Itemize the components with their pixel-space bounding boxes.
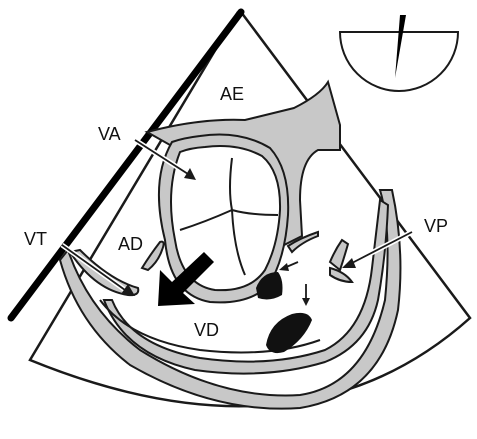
- tricuspid-leaflet: [142, 242, 164, 270]
- label-ae: AE: [220, 84, 244, 104]
- label-vt: VT: [24, 229, 47, 249]
- label-vp: VP: [424, 216, 448, 236]
- label-va: VA: [98, 124, 121, 144]
- small-arrow-down-icon: [302, 284, 310, 306]
- label-vd: VD: [194, 320, 219, 340]
- label-ad: AD: [118, 234, 143, 254]
- dark-mass-lower: [266, 313, 312, 353]
- orientation-inset-icon: [340, 15, 458, 91]
- small-arrow-left-icon: [279, 262, 298, 271]
